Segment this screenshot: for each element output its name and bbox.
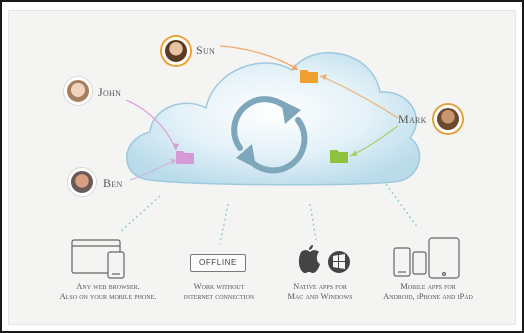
feature-caption-browser: Any web browser. Also on your mobile pho… (52, 281, 164, 301)
avatar-mark[interactable] (434, 105, 462, 133)
user-label-ben: Ben (103, 176, 123, 190)
folder-icon (176, 151, 194, 164)
feature-caption-native: Native apps for Mac and Windows (280, 281, 360, 301)
feature-caption-line: internet connection (183, 291, 255, 301)
folder-icon (300, 70, 318, 83)
feature-caption-line: Work without (193, 281, 245, 291)
arrow-sun (219, 45, 299, 71)
connector-mobile (385, 183, 419, 229)
cloud (126, 52, 421, 186)
sync-arrowhead-top (281, 100, 301, 124)
feature-caption-line: Native apps for (293, 281, 347, 291)
avatar-ben[interactable] (68, 168, 96, 196)
folder-icon (330, 150, 348, 163)
feature-caption-mobile: Mobile apps for Android, iPhone and iPad (378, 281, 478, 301)
feature-caption-line: Mac and Windows (287, 291, 353, 301)
apple-icon (298, 245, 320, 273)
connector-native (309, 203, 317, 241)
arrowhead (170, 158, 176, 165)
arrowhead (291, 64, 298, 70)
avatar-sun[interactable] (162, 37, 190, 65)
arrowhead (172, 143, 179, 150)
sync-icon (231, 96, 308, 174)
arrowhead (350, 150, 357, 156)
user-label-john: John (98, 85, 122, 99)
feature-caption-offline: Work without internet connection (176, 281, 262, 301)
arrow-mark-orange (319, 75, 399, 119)
feature-caption-line: Any web browser. (76, 281, 140, 291)
mobile-devices-icon (393, 237, 460, 279)
sync-arrowhead-bottom (236, 144, 256, 168)
windows-icon (328, 251, 350, 273)
user-label-mark: Mark (398, 112, 427, 126)
offline-badge: OFFLINE (190, 254, 246, 272)
connector-offline (219, 203, 229, 245)
connector-browser (119, 195, 161, 233)
arrowhead (320, 74, 327, 80)
feature-caption-line: Android, iPhone and iPad (383, 291, 473, 301)
feature-caption-line: Mobile apps for (400, 281, 456, 291)
feature-caption-line: Also on your mobile phone. (59, 291, 157, 301)
avatar-john[interactable] (64, 77, 92, 105)
browser-phone-icon (71, 239, 125, 279)
user-label-sun: Sun (196, 43, 216, 57)
